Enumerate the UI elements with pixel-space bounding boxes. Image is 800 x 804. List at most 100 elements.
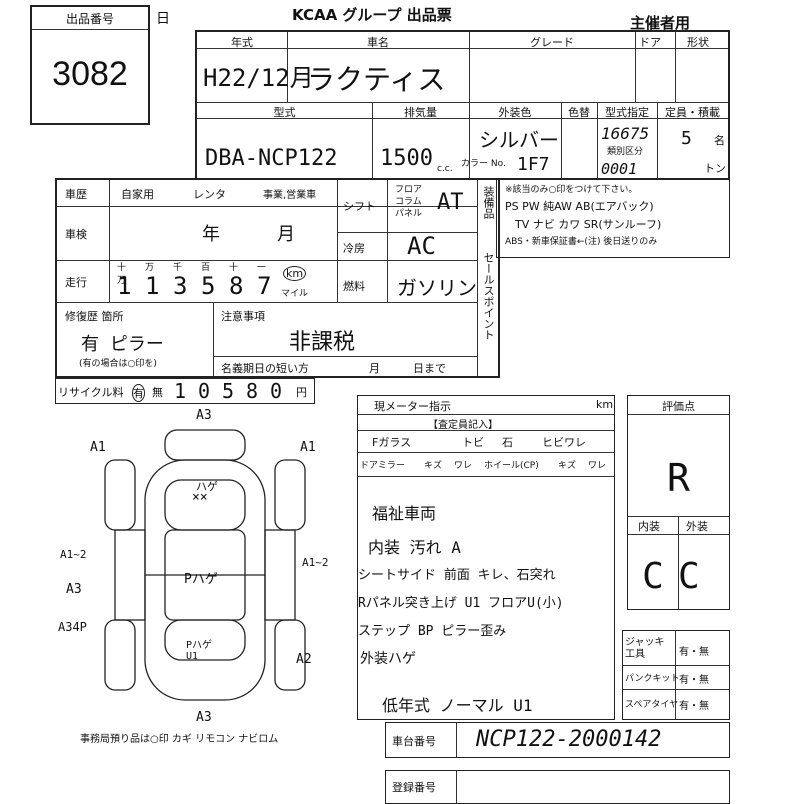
exterior-label: 外装 [686, 520, 708, 533]
lot-number: 3082 [52, 55, 128, 93]
door-mirror-label: ドアミラー [360, 461, 405, 471]
f-glass-label: Fガラス [372, 436, 412, 449]
equipment-text: 装備品 [482, 186, 495, 219]
short-name-label: 名義期日の短い方 [221, 362, 309, 375]
assess-label: 【査定員記入】 [428, 420, 498, 431]
ishi-label: 石 [502, 436, 513, 449]
evaluation-label: 評価点 [662, 400, 695, 413]
mark-rear-center: Pハゲ U1 [186, 640, 213, 662]
tool-value: 有・無 [679, 675, 709, 686]
color-value: シルバー [479, 128, 559, 152]
mark-front-right: A1 [300, 440, 316, 455]
recycle-digit: 8 [246, 379, 259, 403]
mark-top: A3 [196, 408, 212, 423]
color-code: 1F7 [517, 154, 550, 175]
mark-hage: ハゲ [196, 480, 218, 493]
lot-number-label: 出品番号 [65, 12, 114, 26]
ware-label: ワレ [454, 461, 473, 471]
mark-bottom: A3 [196, 710, 212, 725]
displacement-value: 1500 [380, 146, 433, 171]
grade-label: グレード [530, 36, 574, 49]
load-unit: トン [704, 162, 726, 175]
hibiware-label: ヒビワレ [542, 436, 586, 449]
chassis-label: 車台番号 [392, 735, 436, 748]
fuel-value: ガソリン [397, 276, 477, 300]
repair-value: 有 ピラー [81, 334, 164, 355]
class-value: 0001 [601, 160, 638, 178]
ware2-label: ワレ [588, 461, 607, 471]
registration-label: 登録番号 [392, 781, 436, 794]
shift-option-floor: フロア [395, 185, 423, 195]
mileage-unit: 千 [173, 263, 183, 273]
recycle-yen: 円 [296, 386, 307, 399]
sales-point-label: セールスポイント [481, 252, 497, 344]
car-diagram [104, 429, 306, 701]
capacity-unit: 名 [714, 134, 725, 147]
history-private: 自家用 [121, 188, 154, 201]
mark-xx: ×× [192, 490, 208, 505]
tools-table: ジャッキ工具 有・無 パンクキット 有・無 スペアタイヤ 有・無 [622, 630, 730, 720]
color-change-label: 色替 [568, 106, 590, 119]
handwritten-note-3: シートサイド 前面 キレ、石突れ [358, 568, 556, 583]
capacity-value: 5 [681, 128, 692, 149]
inspection-label: 車検 [65, 228, 87, 241]
form-title: KCAA グループ 出品票 [292, 6, 452, 24]
door-label: ドア [639, 36, 661, 49]
vehicle-info-table: 年式 車名 グレード ドア 形状 H22/12月 ラクティス 型式 排気量 外装… [195, 30, 730, 180]
registration-row: 登録番号 [385, 770, 730, 804]
evaluation-score: R [667, 456, 690, 500]
notes-day-unit: 日まで [413, 362, 446, 375]
history-business: 事業,営業車 [263, 190, 317, 201]
ac-label: 冷房 [343, 242, 365, 255]
handwritten-note-2: 内装 汚れ A [368, 538, 461, 557]
handwritten-note-1: 福祉車両 [372, 504, 437, 523]
mark-center: Pハゲ [184, 572, 218, 587]
color-code-label: カラー No. [461, 159, 506, 169]
mileage-unit: 十万 [117, 263, 127, 286]
equipment-line-1: PS PW 純AW AB(エアバック) [505, 200, 654, 213]
mark-right-low: A2 [296, 652, 312, 667]
mileage-unit: 百 [201, 263, 211, 273]
class-label: 類別区分 [607, 147, 644, 157]
recycle-digit: 1 [174, 379, 187, 403]
shift-option-column: コラム [395, 197, 422, 207]
assessment-box: 現メーター指示 km 【査定員記入】 Fガラス トビ 石 ヒビワレ ドアミラー … [357, 395, 615, 720]
kizu2-label: キズ [558, 461, 577, 471]
history-table: 車歴 自家用 レンタ 事業,営業車 車検 年 月 走行 十万 万 千 百 十 一… [55, 178, 500, 378]
history-rental: レンタ [193, 188, 226, 201]
shift-option-panel: パネル [395, 209, 423, 219]
mileage-digit: 1 [117, 272, 132, 300]
history-label: 車歴 [65, 188, 87, 201]
capacity-label: 定員・積載 [665, 106, 720, 119]
type-spec-label: 型式指定 [605, 106, 649, 119]
interior-grade: C [642, 556, 664, 597]
repair-label: 修復歴 箇所 [65, 310, 124, 323]
recycle-none: 無 [152, 386, 163, 399]
recycle-digit: 0 [198, 379, 211, 403]
chassis-value: NCP122-2000142 [476, 727, 662, 752]
model-label: 型式 [273, 106, 296, 119]
mileage-unit: 一 [257, 263, 267, 273]
notes-month-unit: 月 [369, 362, 380, 375]
exterior-grade: C [678, 556, 700, 597]
mileage-label: 走行 [65, 276, 87, 289]
chassis-row: 車台番号 NCP122-2000142 [385, 722, 730, 758]
equipment-line-2: TV ナビ カワ SR(サンルーフ) [515, 218, 662, 231]
mileage-digit: 1 [145, 272, 160, 300]
shift-value: AT [437, 190, 464, 215]
sales-point-text: セールスポイント [482, 252, 495, 340]
recycle-has: 有 [132, 384, 145, 402]
car-name-label: 車名 [367, 36, 389, 49]
diagram-legend: 事務局預り品は○印 カギ リモコン ナビロム [80, 734, 279, 745]
tool-value: 有・無 [679, 647, 709, 658]
meter-km: km [596, 398, 614, 411]
km-label: km [283, 266, 307, 281]
equipment-line-3: ABS・新車保証書←(注) 後日送りのみ [505, 237, 658, 247]
year-value: H22/12月 [203, 64, 314, 92]
tobi-label: トビ [462, 436, 484, 449]
tool-label: スペアタイヤ [625, 700, 679, 710]
mark-left-rear: A34P [58, 620, 87, 634]
car-name-value: ラクティス [307, 63, 446, 96]
notes-label: 注意事項 [221, 310, 265, 323]
wheel-label: ホイール(CP) [484, 461, 539, 471]
